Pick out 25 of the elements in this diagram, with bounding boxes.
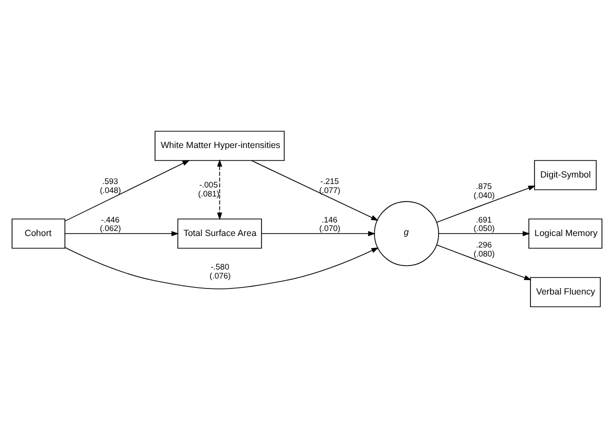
node-box: Cohort <box>12 218 66 248</box>
arrow <box>251 160 378 220</box>
edge-label: -.580 (.076) <box>210 262 231 280</box>
arrow <box>64 160 190 221</box>
node-box: White Matter Hyper-intensities <box>154 130 285 160</box>
edge-label: .691 (.050) <box>474 214 495 233</box>
arrow <box>261 230 376 236</box>
node-box: Logical Memory <box>528 218 602 248</box>
edge-label: .875 (.040) <box>474 181 495 200</box>
arrow <box>217 158 222 220</box>
arrow <box>436 185 536 222</box>
arrow <box>64 230 179 236</box>
edge-label: -.215 (.077) <box>319 176 340 194</box>
edge-label: -.446 (.062) <box>100 214 121 233</box>
edge-label: .146 (.070) <box>319 214 340 233</box>
node-box: Total Surface Area <box>177 218 262 248</box>
arrow <box>438 230 530 236</box>
arrow <box>64 246 379 289</box>
edge-label: .296 (.080) <box>474 240 495 258</box>
node-box: Verbal Fluency <box>530 276 601 307</box>
node-box: Digit-Symbol <box>534 160 597 190</box>
edge-label: .593 (.048) <box>100 176 121 194</box>
node-circle: g <box>374 200 440 266</box>
arrow <box>436 244 532 280</box>
edge-label: -.005 (.081) <box>198 180 220 198</box>
